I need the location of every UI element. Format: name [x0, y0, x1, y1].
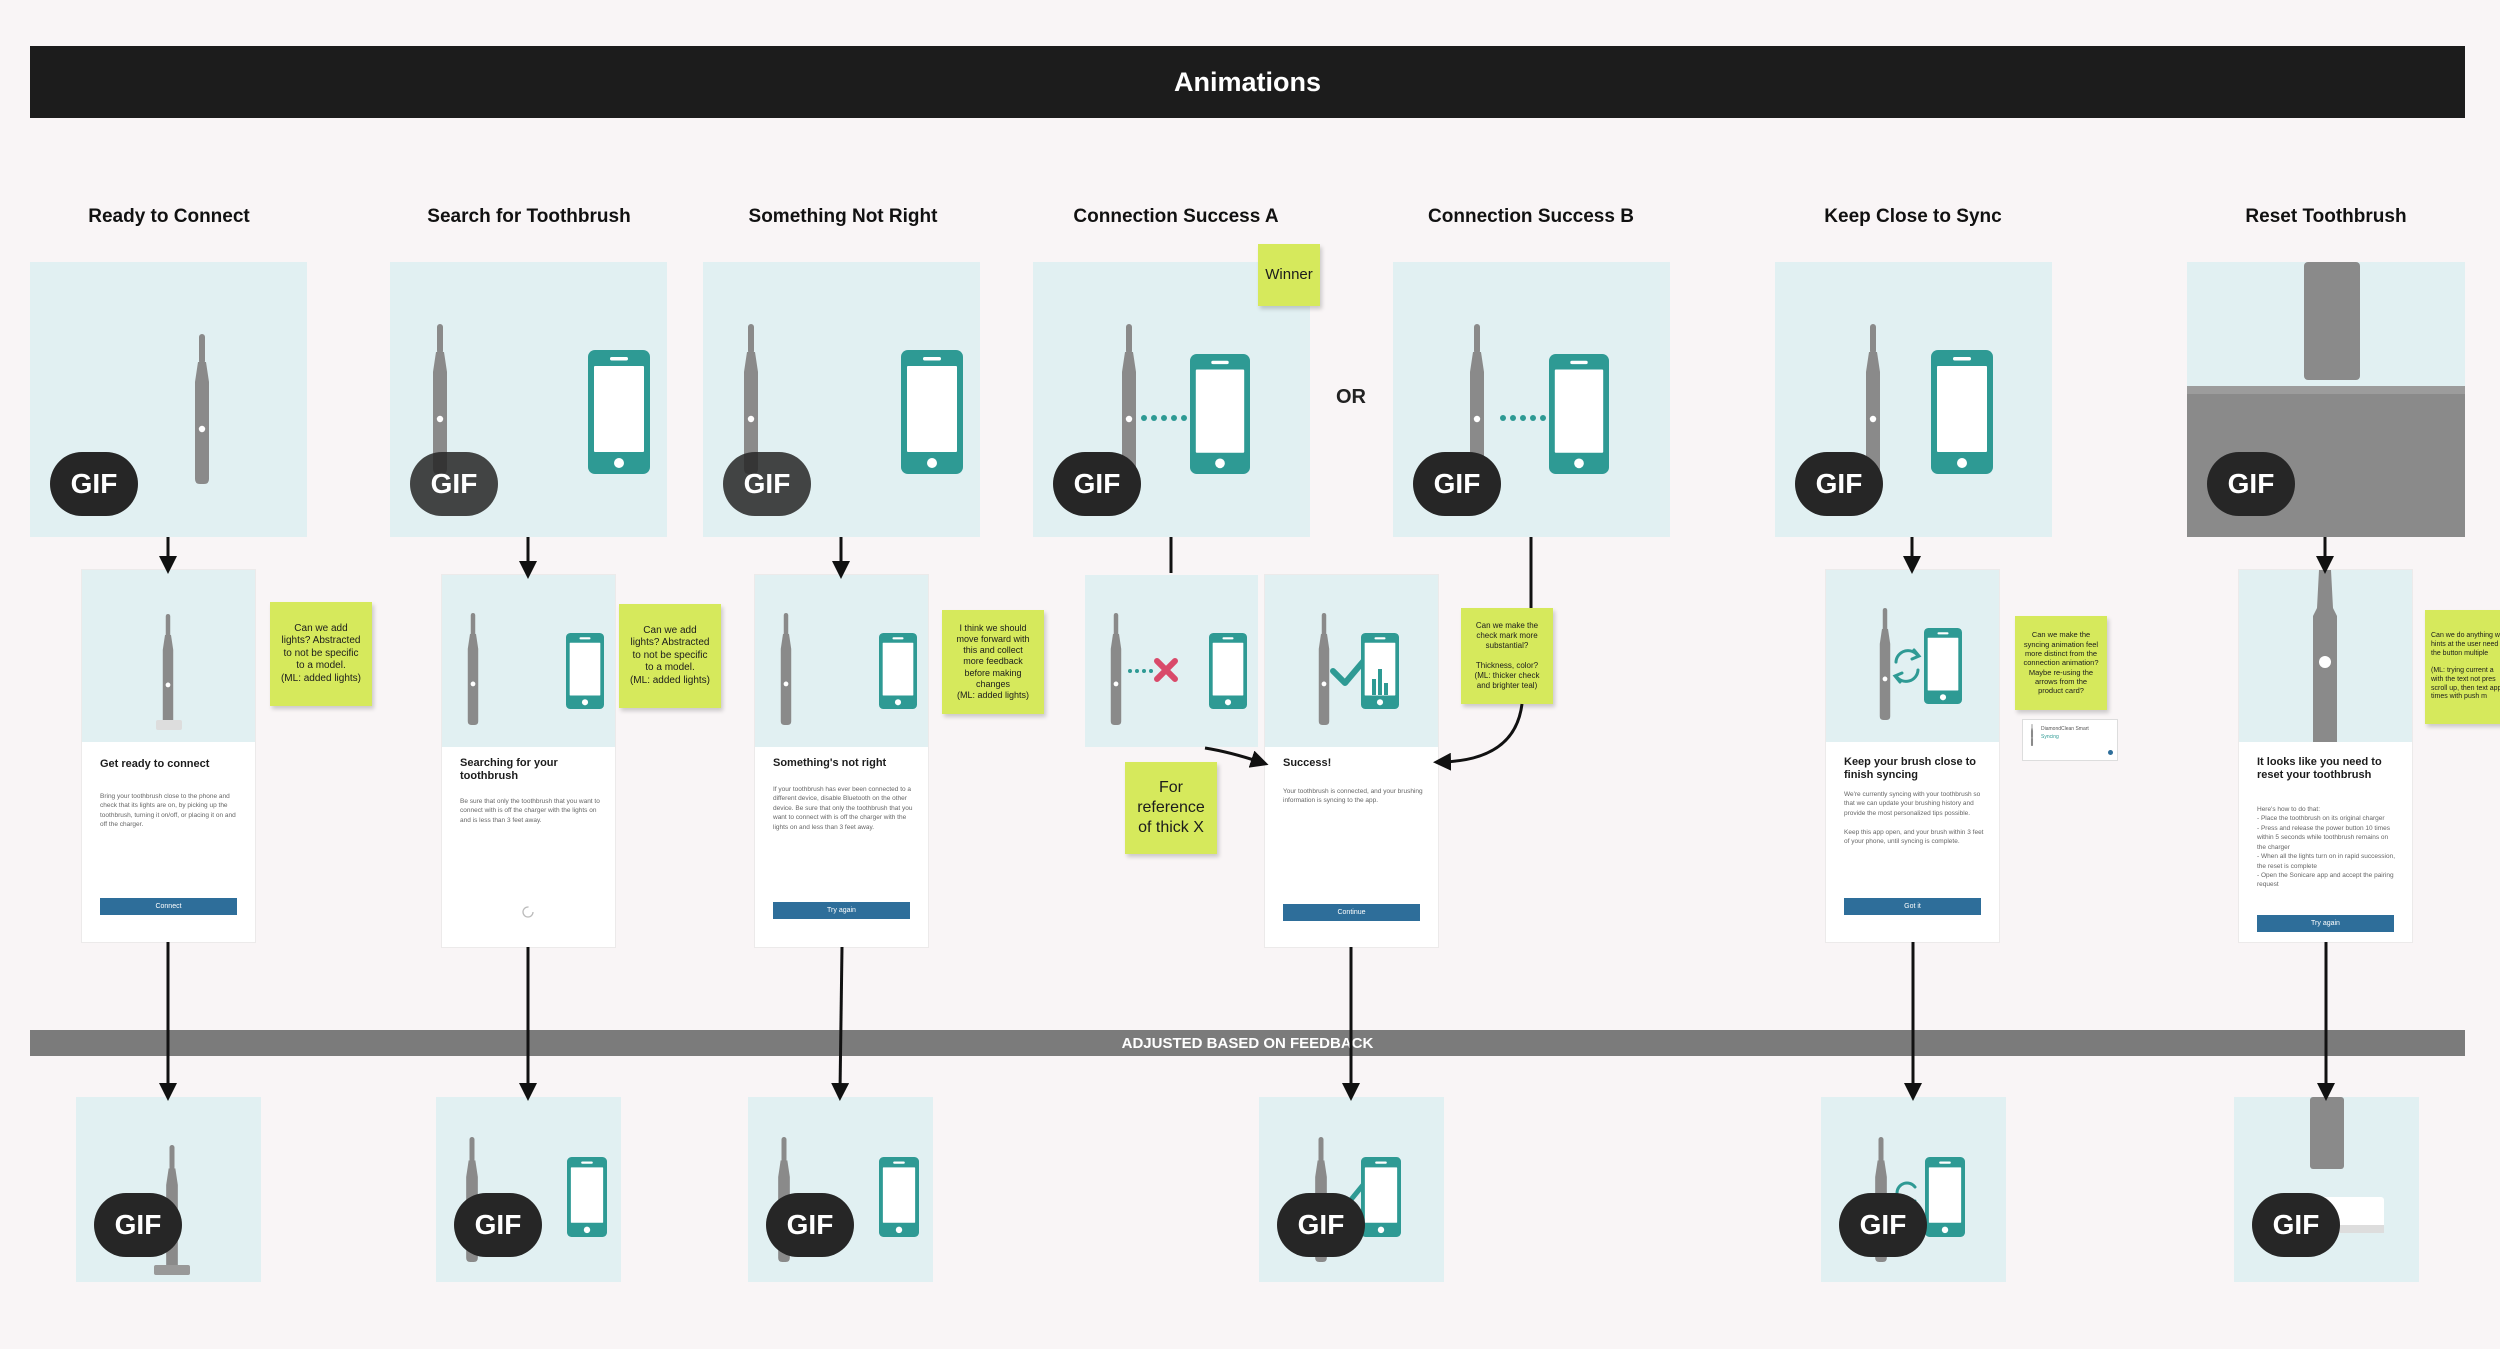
gif-badge: GIF — [1277, 1193, 1365, 1257]
or-label: OR — [1336, 386, 1366, 408]
column-title-keep-close-to-sync: Keep Close to Sync — [1824, 206, 2002, 227]
sticky-note-reset: Can we do anything w hints at the user n… — [2425, 610, 2500, 724]
column-title-search-for-toothbrush: Search for Toothbrush — [427, 206, 631, 227]
gif-badge: GIF — [94, 1193, 182, 1257]
sticky-note-check-mark: Can we make the check mark more substant… — [1461, 608, 1553, 704]
gif-badge: GIF — [2207, 452, 2295, 516]
got-it-button[interactable]: Got it — [1844, 898, 1981, 915]
sticky-note-ready: Can we add lights? Abstracted to not be … — [270, 602, 372, 706]
app-screen-success: Success! Your toothbrush is connected, a… — [1265, 575, 1438, 947]
screen-body: Bring your toothbrush close to the phone… — [100, 793, 236, 829]
sync-arrows-icon — [1892, 648, 1922, 684]
gif-badge: GIF — [1795, 452, 1883, 516]
animation-frame-connection-failed — [1085, 575, 1258, 747]
adjusted-tile-search-for-toothbrush[interactable]: GIF — [436, 1097, 621, 1282]
sticky-note-sync: Can we make the syncing animation feel m… — [2015, 616, 2107, 710]
continue-button[interactable]: Continue — [1283, 904, 1420, 921]
arrow-connector — [1433, 703, 1524, 771]
loading-spinner-icon — [522, 906, 534, 918]
column-title-ready-to-connect: Ready to Connect — [88, 206, 250, 227]
adjusted-tile-reset-toothbrush[interactable]: GIF — [2234, 1097, 2419, 1282]
animation-tile-search-for-toothbrush[interactable]: GIF — [390, 262, 667, 537]
gif-badge: GIF — [1413, 452, 1501, 516]
column-title-reset-toothbrush: Reset Toothbrush — [2245, 206, 2407, 227]
animation-tile-something-not-right[interactable]: GIF — [703, 262, 980, 537]
product-card-dot — [2108, 750, 2113, 755]
column-title-connection-success-b: Connection Success B — [1428, 206, 1634, 227]
divider-label: ADJUSTED BASED ON FEEDBACK — [1121, 1034, 1374, 1052]
gif-badge: GIF — [723, 452, 811, 516]
screen-title: Something's not right — [773, 757, 887, 769]
page-header: Animations — [30, 46, 2465, 118]
app-screen-something-not-right: Something's not right If your toothbrush… — [755, 575, 928, 947]
screen-title: Searching for your toothbrush — [460, 757, 558, 783]
screen-body: If your toothbrush has ever been connect… — [773, 786, 913, 831]
animation-tile-ready-to-connect[interactable]: GIF — [30, 262, 307, 537]
product-card: DiamondClean Smart Syncing — [2023, 720, 2117, 760]
screen-body: We're currently syncing with your toothb… — [1844, 791, 1984, 846]
column-title-something-not-right: Something Not Right — [748, 206, 938, 227]
screen-title: Success! — [1283, 757, 1332, 769]
column-title-connection-success-a: Connection Success A — [1073, 206, 1279, 227]
screen-title: It looks like you need to reset your too… — [2257, 756, 2382, 782]
screen-body: Here's how to do that: - Place the tooth… — [2257, 806, 2396, 889]
adjusted-tile-connection-success[interactable]: GIF — [1259, 1097, 1444, 1282]
adjusted-tile-something-not-right[interactable]: GIF — [748, 1097, 933, 1282]
animation-tile-connection-success-a[interactable]: GIF — [1033, 262, 1310, 537]
page-title: Animations — [1173, 66, 1321, 97]
product-card-status: Syncing — [2041, 734, 2059, 740]
screen-title: Keep your brush close to finish syncing — [1844, 756, 1977, 782]
gif-badge: GIF — [1839, 1193, 1927, 1257]
gif-badge: GIF — [410, 452, 498, 516]
arrow-connector — [831, 946, 850, 1101]
app-screen-ready-to-connect: Get ready to connect Bring your toothbru… — [82, 570, 255, 942]
adjusted-tile-ready-to-connect[interactable]: GIF — [76, 1097, 261, 1282]
sticky-note-search: Can we add lights? Abstracted to not be … — [619, 604, 721, 708]
error-x-icon — [1154, 658, 1178, 682]
gif-badge: GIF — [2252, 1193, 2340, 1257]
gif-badge: GIF — [766, 1193, 854, 1257]
animation-tile-reset-toothbrush[interactable]: GIF — [2187, 262, 2465, 537]
adjusted-tile-keep-close-to-sync[interactable]: GIF — [1821, 1097, 2006, 1282]
try-again-button[interactable]: Try again — [773, 902, 910, 919]
sticky-note-winner: Winner — [1258, 244, 1320, 306]
gif-badge: GIF — [454, 1193, 542, 1257]
arrow-connector — [1204, 746, 1269, 768]
gif-badge: GIF — [50, 452, 138, 516]
screen-title: Get ready to connect — [100, 758, 210, 770]
gif-badge: GIF — [1053, 452, 1141, 516]
checkmark-icon — [1330, 654, 1370, 686]
animation-tile-keep-close-to-sync[interactable]: GIF — [1775, 262, 2052, 537]
product-card-name: DiamondClean Smart — [2041, 726, 2089, 732]
connect-button[interactable]: Connect — [100, 898, 237, 915]
screen-body: Be sure that only the toothbrush that yo… — [460, 798, 600, 824]
screen-body: Your toothbrush is connected, and your b… — [1283, 788, 1423, 805]
animation-tile-connection-success-b[interactable]: GIF — [1393, 262, 1670, 537]
sticky-note-thick-x: For reference of thick X — [1125, 762, 1217, 854]
app-screen-search-for-toothbrush: Searching for your toothbrush Be sure th… — [442, 575, 615, 947]
sticky-note-not-right: I think we should move forward with this… — [942, 610, 1044, 714]
try-again-button[interactable]: Try again — [2257, 915, 2394, 932]
app-screen-reset-toothbrush: It looks like you need to reset your too… — [2239, 570, 2412, 942]
app-screen-keep-close-to-sync: Keep your brush close to finish syncing … — [1826, 570, 1999, 942]
adjusted-feedback-divider: ADJUSTED BASED ON FEEDBACK — [30, 1030, 2465, 1056]
